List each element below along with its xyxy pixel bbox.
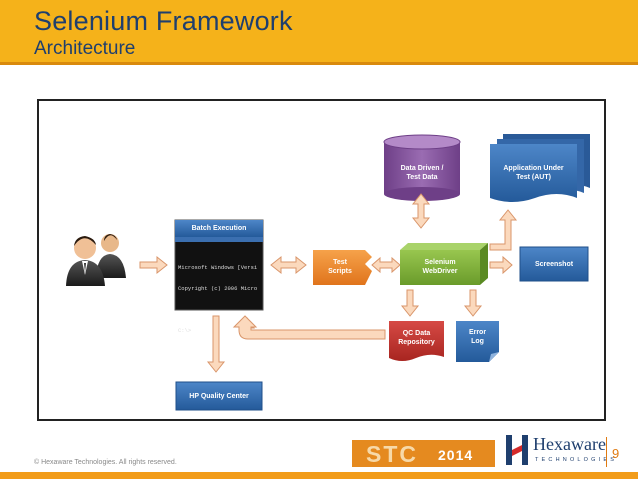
arrow-batch-scripts	[270, 255, 307, 275]
test-scripts-line-2: Scripts	[328, 268, 352, 275]
hexaware-name: Hexaware	[533, 434, 606, 454]
slide-subtitle: Architecture	[34, 38, 136, 59]
selenium-line-2: WebDriver	[422, 268, 458, 275]
header-divider	[0, 62, 638, 65]
console-line: Microsoft Windows [Versi	[178, 264, 258, 271]
data-driven-cylinder	[383, 134, 461, 201]
selenium-webdriver-box	[400, 243, 488, 285]
qc-line-2: Repository	[398, 339, 435, 346]
hexaware-mark-icon	[506, 435, 528, 465]
footer-divider	[606, 437, 607, 467]
users-icon	[66, 234, 126, 286]
slide-header	[0, 0, 638, 62]
aut-label: Application Under Test (AUT)	[490, 164, 577, 182]
data-driven-label: Data Driven / Test Data	[384, 164, 460, 182]
selenium-webdriver-label: Selenium WebDriver	[400, 258, 480, 276]
stc-logo-year: 2014	[438, 447, 474, 463]
error-line-1: Error	[468, 329, 487, 336]
batch-execution-label: Batch Execution	[191, 225, 247, 232]
data-driven-line-1: Data Driven /	[400, 165, 444, 172]
aut-line-2: Test (AUT)	[516, 174, 551, 181]
data-driven-line-2: Test Data	[406, 174, 438, 181]
test-scripts-label: Test Scripts	[313, 258, 367, 276]
stc-logo-text: STC	[366, 441, 418, 467]
test-scripts-line-1: Test	[333, 259, 347, 266]
arrow-selenium-error	[463, 289, 483, 317]
arrow-batch-hp	[206, 315, 226, 373]
stc-2014-logo: STC 2014	[352, 440, 495, 467]
console-line: C:\>	[178, 327, 192, 334]
error-log-doc	[456, 321, 499, 362]
batch-execution-window	[174, 219, 264, 311]
qc-data-repository-label: QC Data Repository	[389, 329, 444, 347]
screenshot-box	[519, 246, 589, 282]
page-number: 9	[612, 446, 620, 461]
slide-title: Selenium Framework	[34, 6, 293, 36]
qc-line-1: QC Data	[402, 330, 431, 337]
qc-data-repository-doc	[389, 321, 444, 361]
hp-quality-center-box	[175, 381, 263, 411]
hexaware-subtitle: TECHNOLOGIES	[535, 457, 618, 463]
selenium-line-1: Selenium	[424, 259, 456, 266]
aut-documents	[490, 134, 590, 202]
footer-bar	[0, 472, 638, 479]
console-line	[178, 306, 262, 313]
arrow-scripts-selenium	[371, 256, 401, 274]
arrow-selenium-qc	[400, 289, 420, 317]
console-line: Copyright (c) 2006 Micro	[178, 285, 258, 292]
screenshot-label: Screenshot	[534, 261, 574, 268]
aut-line-1: Application Under	[503, 165, 564, 172]
hexaware-logo: Hexaware TECHNOLOGIES	[505, 433, 614, 469]
console-text: Microsoft Windows [Versi Copyright (c) 2…	[178, 250, 262, 341]
arrow-data-selenium	[411, 193, 431, 229]
arrow-qc-to-batch	[232, 315, 386, 340]
hp-quality-center-label: HP Quality Center	[189, 393, 249, 400]
test-scripts-doc	[313, 250, 372, 285]
error-line-2: Log	[471, 338, 484, 345]
arrow-users-to-batch	[139, 255, 168, 275]
error-log-label: Error Log	[456, 328, 499, 346]
arrow-selenium-screenshot	[489, 255, 513, 275]
copyright-text: © Hexaware Technologies. All rights rese…	[34, 459, 177, 466]
arrow-selenium-aut	[489, 209, 518, 251]
